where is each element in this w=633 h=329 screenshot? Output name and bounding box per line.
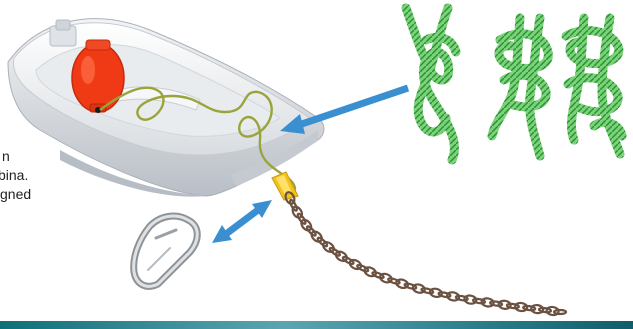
caption-line-2: bina. xyxy=(0,166,80,185)
chain-link xyxy=(310,230,324,244)
carabiner-icon xyxy=(134,216,198,286)
double-arrow-icon xyxy=(212,200,272,243)
chain-link xyxy=(554,310,566,314)
caption-line-3: gned xyxy=(0,185,80,204)
chain-link xyxy=(299,218,313,232)
chain-link xyxy=(321,240,335,254)
footer-band xyxy=(0,321,633,329)
rope-knot-icon xyxy=(566,18,622,154)
caption-text: n bina. gned xyxy=(0,147,80,204)
rope-knot-icon xyxy=(406,8,456,160)
caption-line-1: n xyxy=(2,147,80,166)
anchor-chain xyxy=(284,191,566,316)
rope-knot-icon xyxy=(492,18,548,156)
